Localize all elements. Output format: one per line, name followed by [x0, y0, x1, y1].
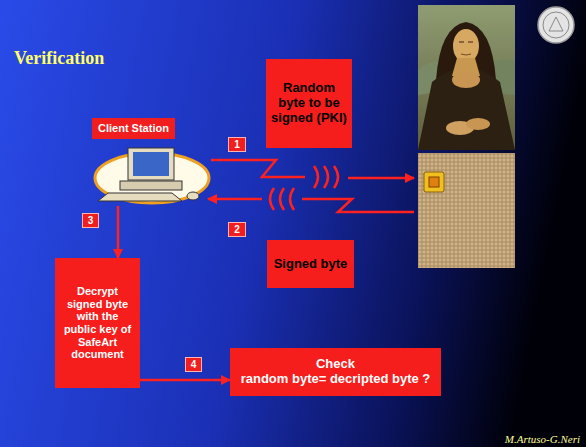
mona-lisa-painting — [418, 5, 515, 150]
step-number: 4 — [185, 357, 202, 372]
step-number: 1 — [228, 137, 246, 152]
client-station: Client Station — [92, 118, 214, 206]
box-text: Decrypt signed byte with the public key … — [61, 285, 134, 361]
callout-number: 3 — [88, 215, 94, 227]
author-credit: M.Artuso-G.Neri — [505, 433, 580, 445]
box-text: Random byte to be signed (PKI) — [271, 81, 347, 126]
wireless-send-arrow — [211, 160, 414, 188]
box-text: Signed byte — [274, 257, 348, 272]
check-box: Checkrandom byte= decripted byte ? — [230, 348, 441, 396]
chip-symbol — [424, 172, 444, 192]
flow-arrow — [140, 379, 230, 382]
slide-title: Verification — [14, 48, 104, 69]
box-text: Check — [316, 357, 355, 372]
wireless-reply-arrow — [208, 188, 414, 212]
message-box: Random byte to be signed (PKI) — [266, 59, 352, 148]
canvas-texture — [418, 153, 515, 268]
callout-number: 2 — [234, 224, 240, 236]
computer-icon — [95, 148, 209, 203]
callout-number: 4 — [191, 359, 197, 371]
step-number: 2 — [228, 222, 246, 237]
flow-arrow — [117, 206, 120, 258]
box-text: random byte= decripted byte ? — [241, 372, 431, 387]
message-box: Signed byte — [267, 240, 354, 288]
process-box: Decrypt signed byte with the public key … — [55, 258, 140, 388]
callout-number: 1 — [234, 139, 240, 151]
box-text: Client Station — [92, 118, 175, 139]
step-number: 3 — [82, 213, 99, 228]
university-seal — [538, 7, 574, 43]
